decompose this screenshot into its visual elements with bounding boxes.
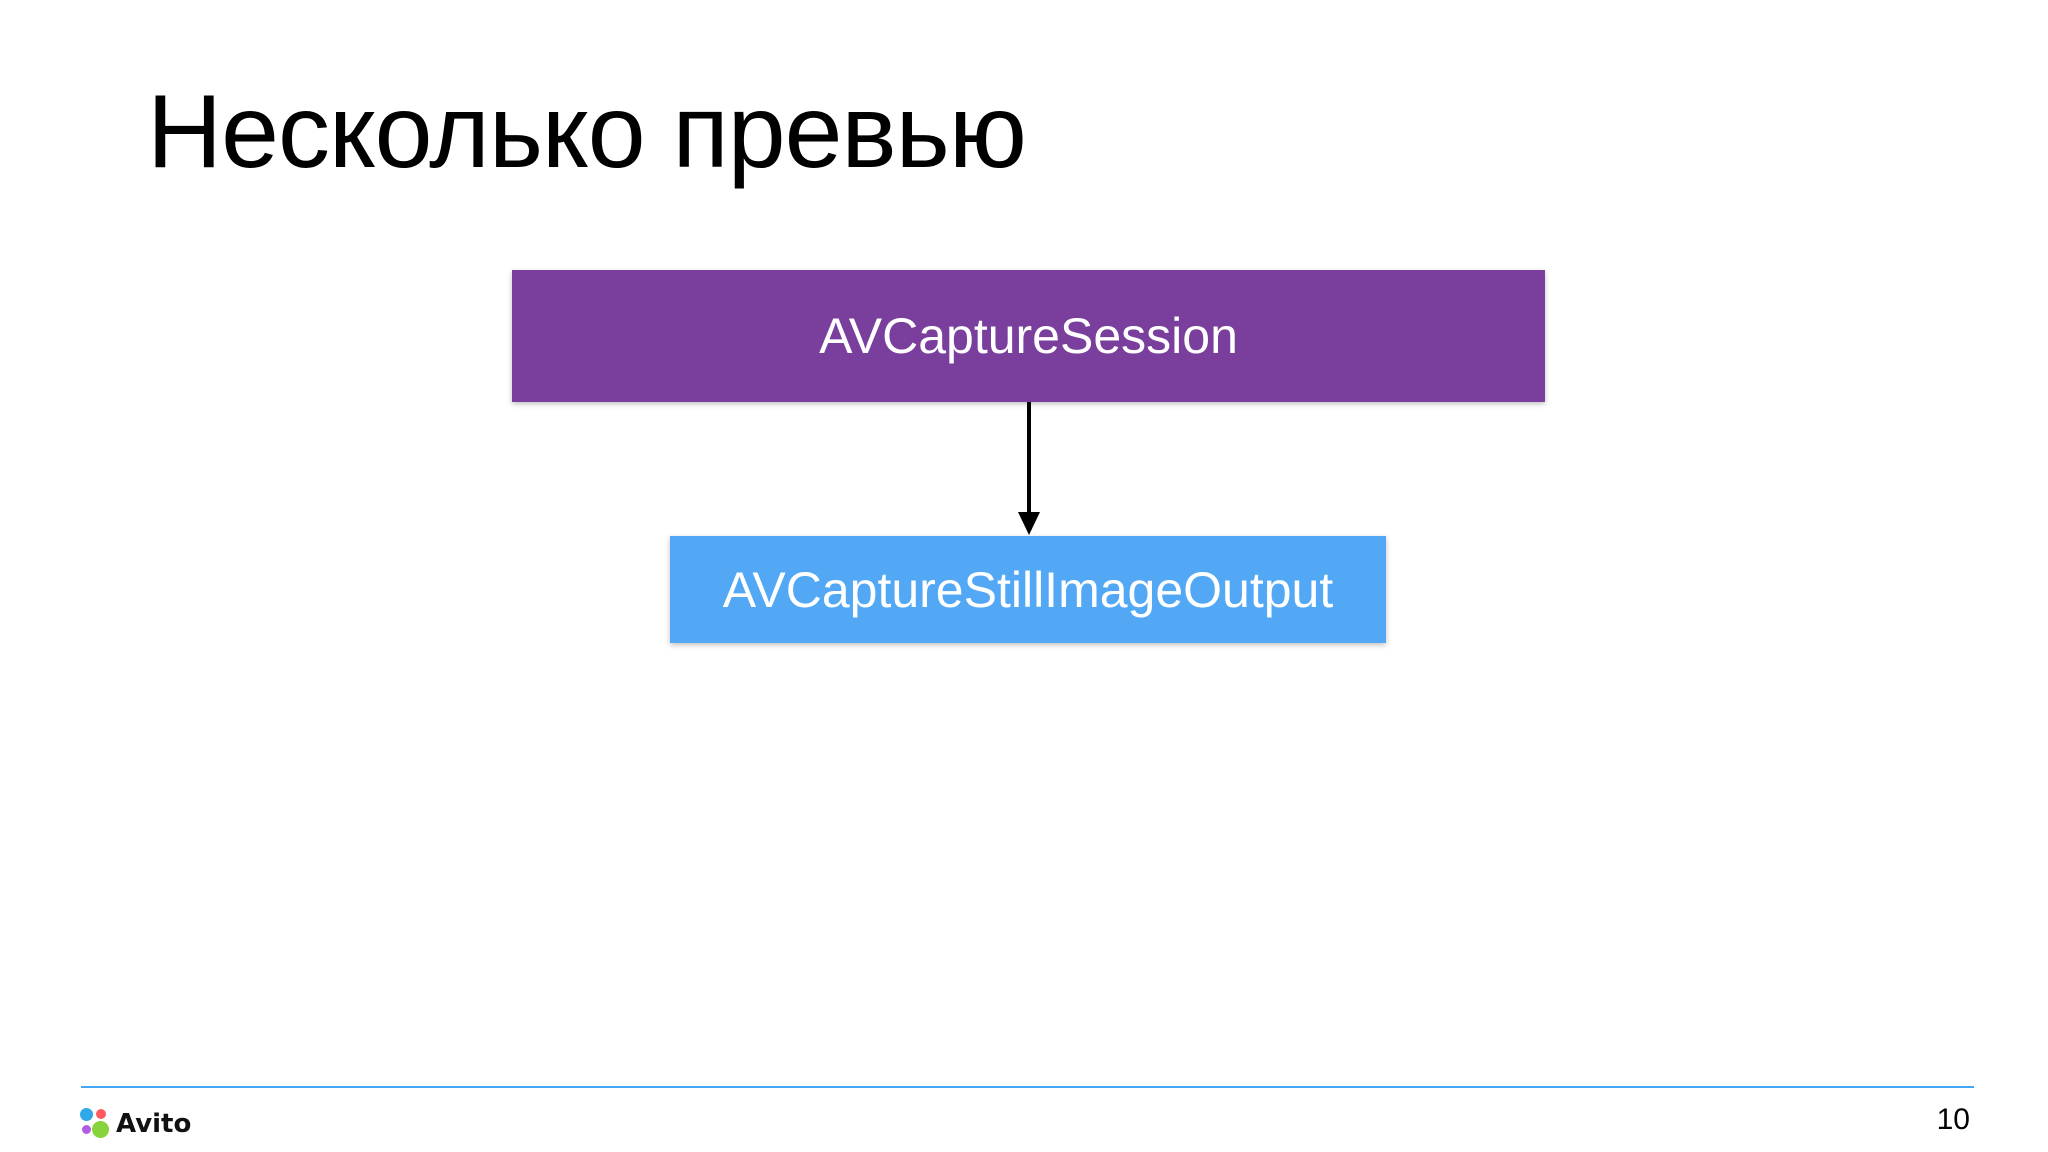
page-number: 10 <box>1936 1103 1970 1136</box>
session-to-output-arrow <box>1018 402 1040 535</box>
logo-dot-blue <box>80 1108 93 1121</box>
avito-logo-icon <box>80 1108 110 1140</box>
still-image-output-label: AVCaptureStillImageOutput <box>722 561 1334 618</box>
footer-divider <box>81 1086 1974 1088</box>
arrow-head <box>1018 512 1040 535</box>
logo-dot-green <box>92 1121 109 1138</box>
slide-title: Несколько превью <box>147 74 1027 190</box>
avito-logo: Avito <box>80 1106 191 1142</box>
capture-session-label: AVCaptureSession <box>819 308 1238 364</box>
logo-dot-purple <box>82 1125 91 1134</box>
logo-text: Avito <box>116 1109 192 1139</box>
still-image-output-node: AVCaptureStillImageOutput <box>670 536 1386 643</box>
logo-dot-red <box>96 1109 106 1119</box>
capture-session-node: AVCaptureSession <box>512 270 1545 402</box>
